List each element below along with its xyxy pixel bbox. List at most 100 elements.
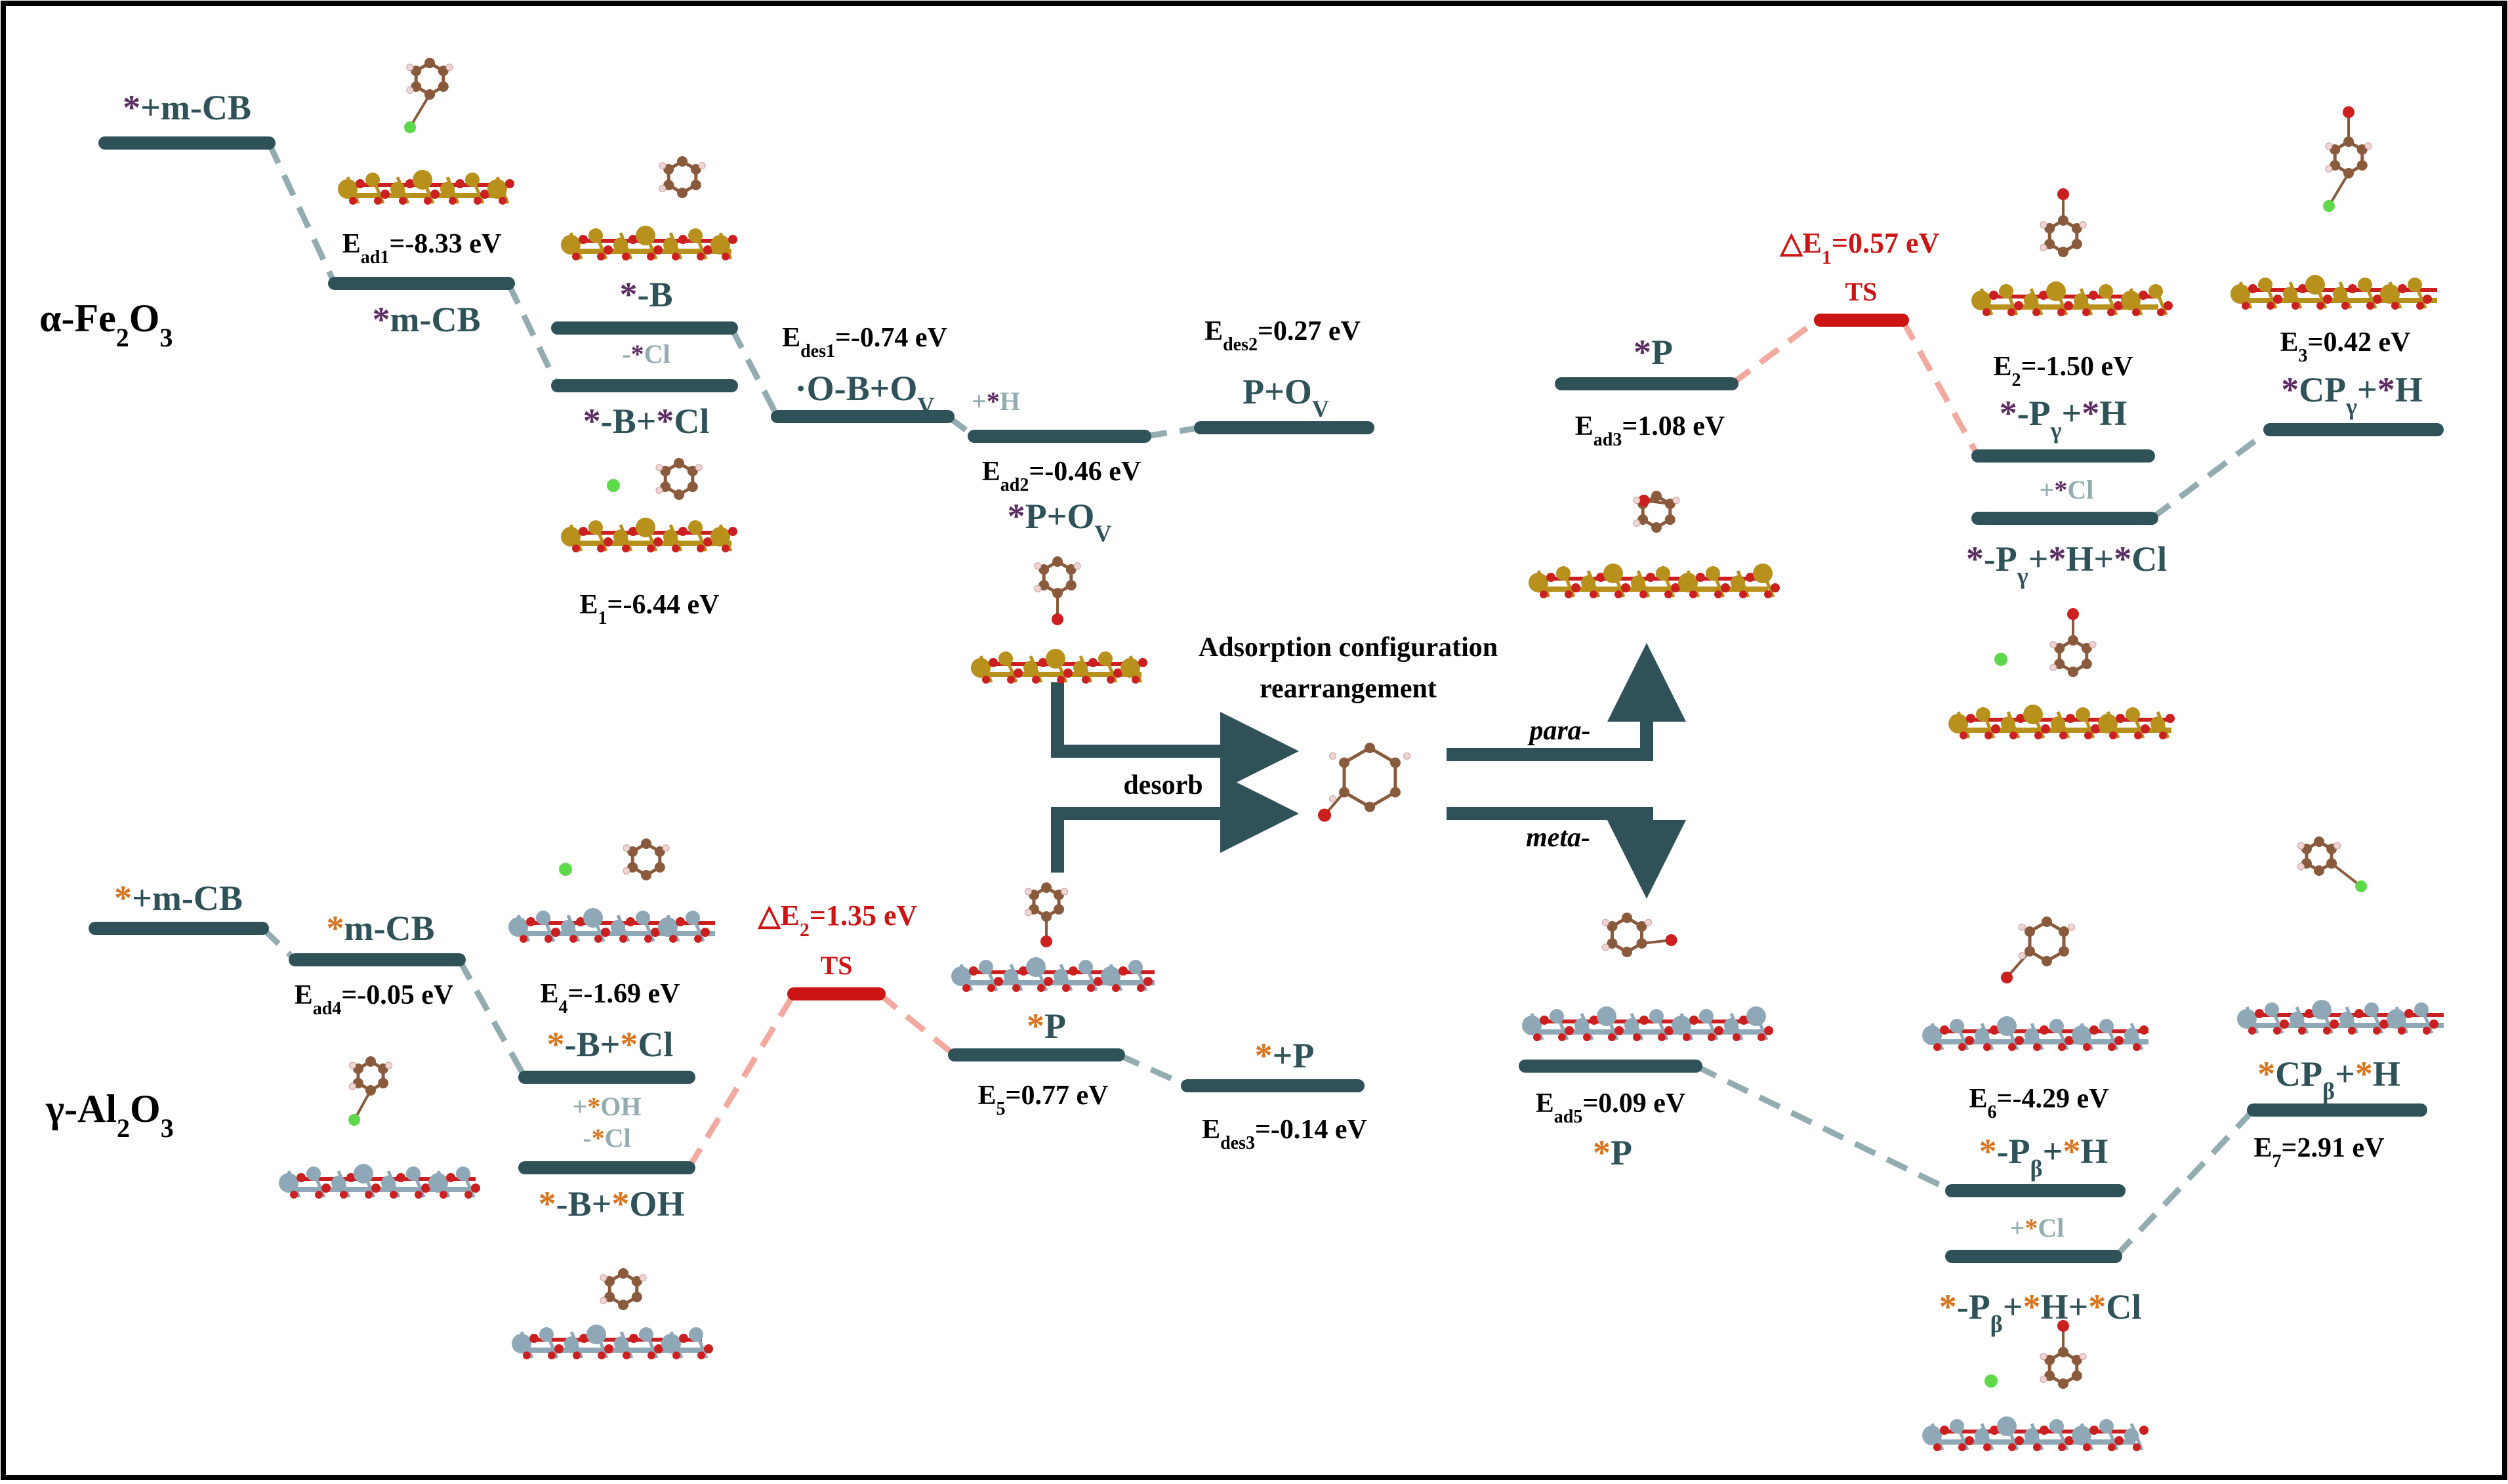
fe-step-plus-h: +*H <box>972 386 1020 416</box>
fe-connector-6 <box>2150 427 2272 521</box>
fe-cl-atom <box>607 479 620 492</box>
al-bcl-molecule <box>623 838 670 880</box>
meta-arrow <box>1447 807 1686 899</box>
al-pb-h-cl-surface <box>1922 1416 2148 1451</box>
al-state-p: *P <box>1027 1006 1066 1046</box>
al-e-5: E5=0.77 eV <box>978 1081 1109 1119</box>
fe-mcb-molecule <box>404 58 453 133</box>
fe-state-initial: *+m-CB <box>123 88 251 127</box>
fe-state-b-cl: *-B+*Cl <box>583 402 710 441</box>
al-cl-atom-2 <box>1984 1374 1998 1388</box>
fe-connector-1 <box>266 142 338 285</box>
fe-pov-molecule <box>1034 556 1081 625</box>
fe-p-molecule <box>1633 491 1680 533</box>
al-cpb-surface <box>2237 1000 2444 1035</box>
al-pb-h-molecule <box>2001 917 2076 983</box>
al-step-minus-cl: -*Cl <box>583 1123 630 1153</box>
fe-cpg-molecule <box>2323 106 2372 212</box>
fe-state-mcb: *m-CB <box>373 300 481 339</box>
fe-state-p: *P <box>1634 333 1673 372</box>
structure-illustrations <box>279 58 2444 1451</box>
fe-state-pg-h-cl: *-Pγ+*H+*Cl <box>1966 539 2167 589</box>
al-e-ad5: Ead5=0.09 eV <box>1536 1088 1686 1127</box>
al-boh-surface <box>512 1325 713 1359</box>
rearrangement-title-line1: Adsorption configuration <box>1199 632 1498 663</box>
fe-p-surface <box>1529 564 1780 598</box>
al-mcb-surface <box>279 1164 480 1199</box>
fe-cl-atom-2 <box>1994 653 2007 666</box>
fe2o3-catalyst-label: α-Fe2O3 <box>39 297 173 352</box>
fe-pg-h-cl-surface <box>1948 705 2175 739</box>
al-state-b-cl: *-B+*Cl <box>547 1025 674 1064</box>
al-e-des3: Edes3=-0.14 eV <box>1202 1115 1367 1153</box>
fe-pg-h-surface <box>1971 281 2173 316</box>
al-p-surface <box>951 957 1155 992</box>
al-bcl-surface <box>508 908 715 943</box>
al-levels <box>89 922 2427 1263</box>
al-state-mcb: *m-CB <box>327 909 435 948</box>
al-e-7: E7=2.91 eV <box>2254 1133 2385 1172</box>
al-boh-molecule <box>600 1268 647 1310</box>
fe-e-ad2: Ead2=-0.46 eV <box>982 457 1141 495</box>
fe-mcb-surface <box>338 170 514 205</box>
rearrangement-title-line2: rearrangement <box>1260 674 1437 704</box>
al-ts-label: TS <box>821 951 853 980</box>
al-pb-h-cl-molecule <box>2040 1320 2087 1389</box>
fe-e-ad1: Ead1=-8.33 eV <box>342 229 502 268</box>
fe-e-1: E1=-6.44 eV <box>580 590 720 629</box>
al-connector-1 <box>260 926 298 962</box>
al-mcb-molecule <box>348 1056 393 1126</box>
fe-levels <box>98 136 2444 525</box>
fe-pg-h-cl-molecule <box>2049 608 2097 677</box>
desorb-arrow-top <box>1051 682 1299 791</box>
al-connector-4 <box>1695 1063 1953 1194</box>
fe-connector-2 <box>505 282 561 387</box>
al-ts-connector-2 <box>877 991 956 1058</box>
al-ts-connectors <box>686 991 956 1170</box>
al-p-meta-surface <box>1522 1006 1773 1041</box>
fe-connector-3 <box>729 326 780 419</box>
fe-b-surface <box>561 226 737 260</box>
fe-state-pov-desorbed: P+OV <box>1243 372 1329 422</box>
al-step-plus-oh: +*OH <box>572 1092 641 1121</box>
fe-ts-connector-1 <box>1730 318 1819 386</box>
al-state-p-desorbed: *+P <box>1255 1036 1315 1075</box>
al-e-ad4: Ead4=-0.05 eV <box>295 980 454 1019</box>
fe-state-pov: *P+OV <box>1008 497 1112 546</box>
fe-state-obo: ·O-B+OV <box>795 369 935 419</box>
al-step-plus-cl: +*Cl <box>2010 1213 2065 1243</box>
fe-state-cpg: *CPγ+*H <box>2281 370 2423 420</box>
al-pb-h-surface <box>1922 1016 2148 1051</box>
meta-label: meta- <box>1526 823 1590 853</box>
desorb-label: desorb <box>1123 770 1203 800</box>
al-p-meta-molecule <box>1601 913 1677 957</box>
al-cl-atom <box>559 863 572 876</box>
fe-bcl-molecule <box>655 458 703 500</box>
al-delta-e2: △E2=1.35 eV <box>758 899 918 941</box>
fe-cpg-surface <box>2230 275 2437 310</box>
fe-ts-connector-2 <box>1900 318 1981 458</box>
fe-delta-e1: △E1=0.57 eV <box>1780 227 1940 268</box>
al-e-6: E6=-4.29 eV <box>1969 1084 2109 1123</box>
fe-step-plus-cl: +*Cl <box>2040 475 2094 505</box>
para-arrow <box>1447 643 1686 761</box>
fe-e-ad3: Ead3=1.08 eV <box>1575 411 1725 450</box>
fe-state-b: *-B <box>620 275 673 314</box>
al-state-pb-h: *-Pβ+*H <box>1979 1132 2108 1182</box>
fe-ts-connectors <box>1730 318 1981 458</box>
fe-step-minus-cl: -*Cl <box>622 339 670 369</box>
al-state-cpb: *CPβ+*H <box>2257 1054 2400 1104</box>
fe-state-pg-h: *-Pγ+*H <box>2000 394 2128 443</box>
fe-e-des2: Edes2=0.27 eV <box>1204 316 1361 355</box>
al-state-b-oh: *-B+*OH <box>539 1184 685 1224</box>
al-connector-3 <box>1117 1052 1189 1089</box>
center-arrows <box>1051 643 1686 899</box>
fe-b-molecule <box>659 156 706 198</box>
fe-e-des1: Edes1=-0.74 eV <box>782 323 947 361</box>
al-connectors <box>260 926 2256 1259</box>
al-connector-2 <box>457 958 527 1079</box>
desorb-arrow-bottom <box>1051 774 1299 873</box>
